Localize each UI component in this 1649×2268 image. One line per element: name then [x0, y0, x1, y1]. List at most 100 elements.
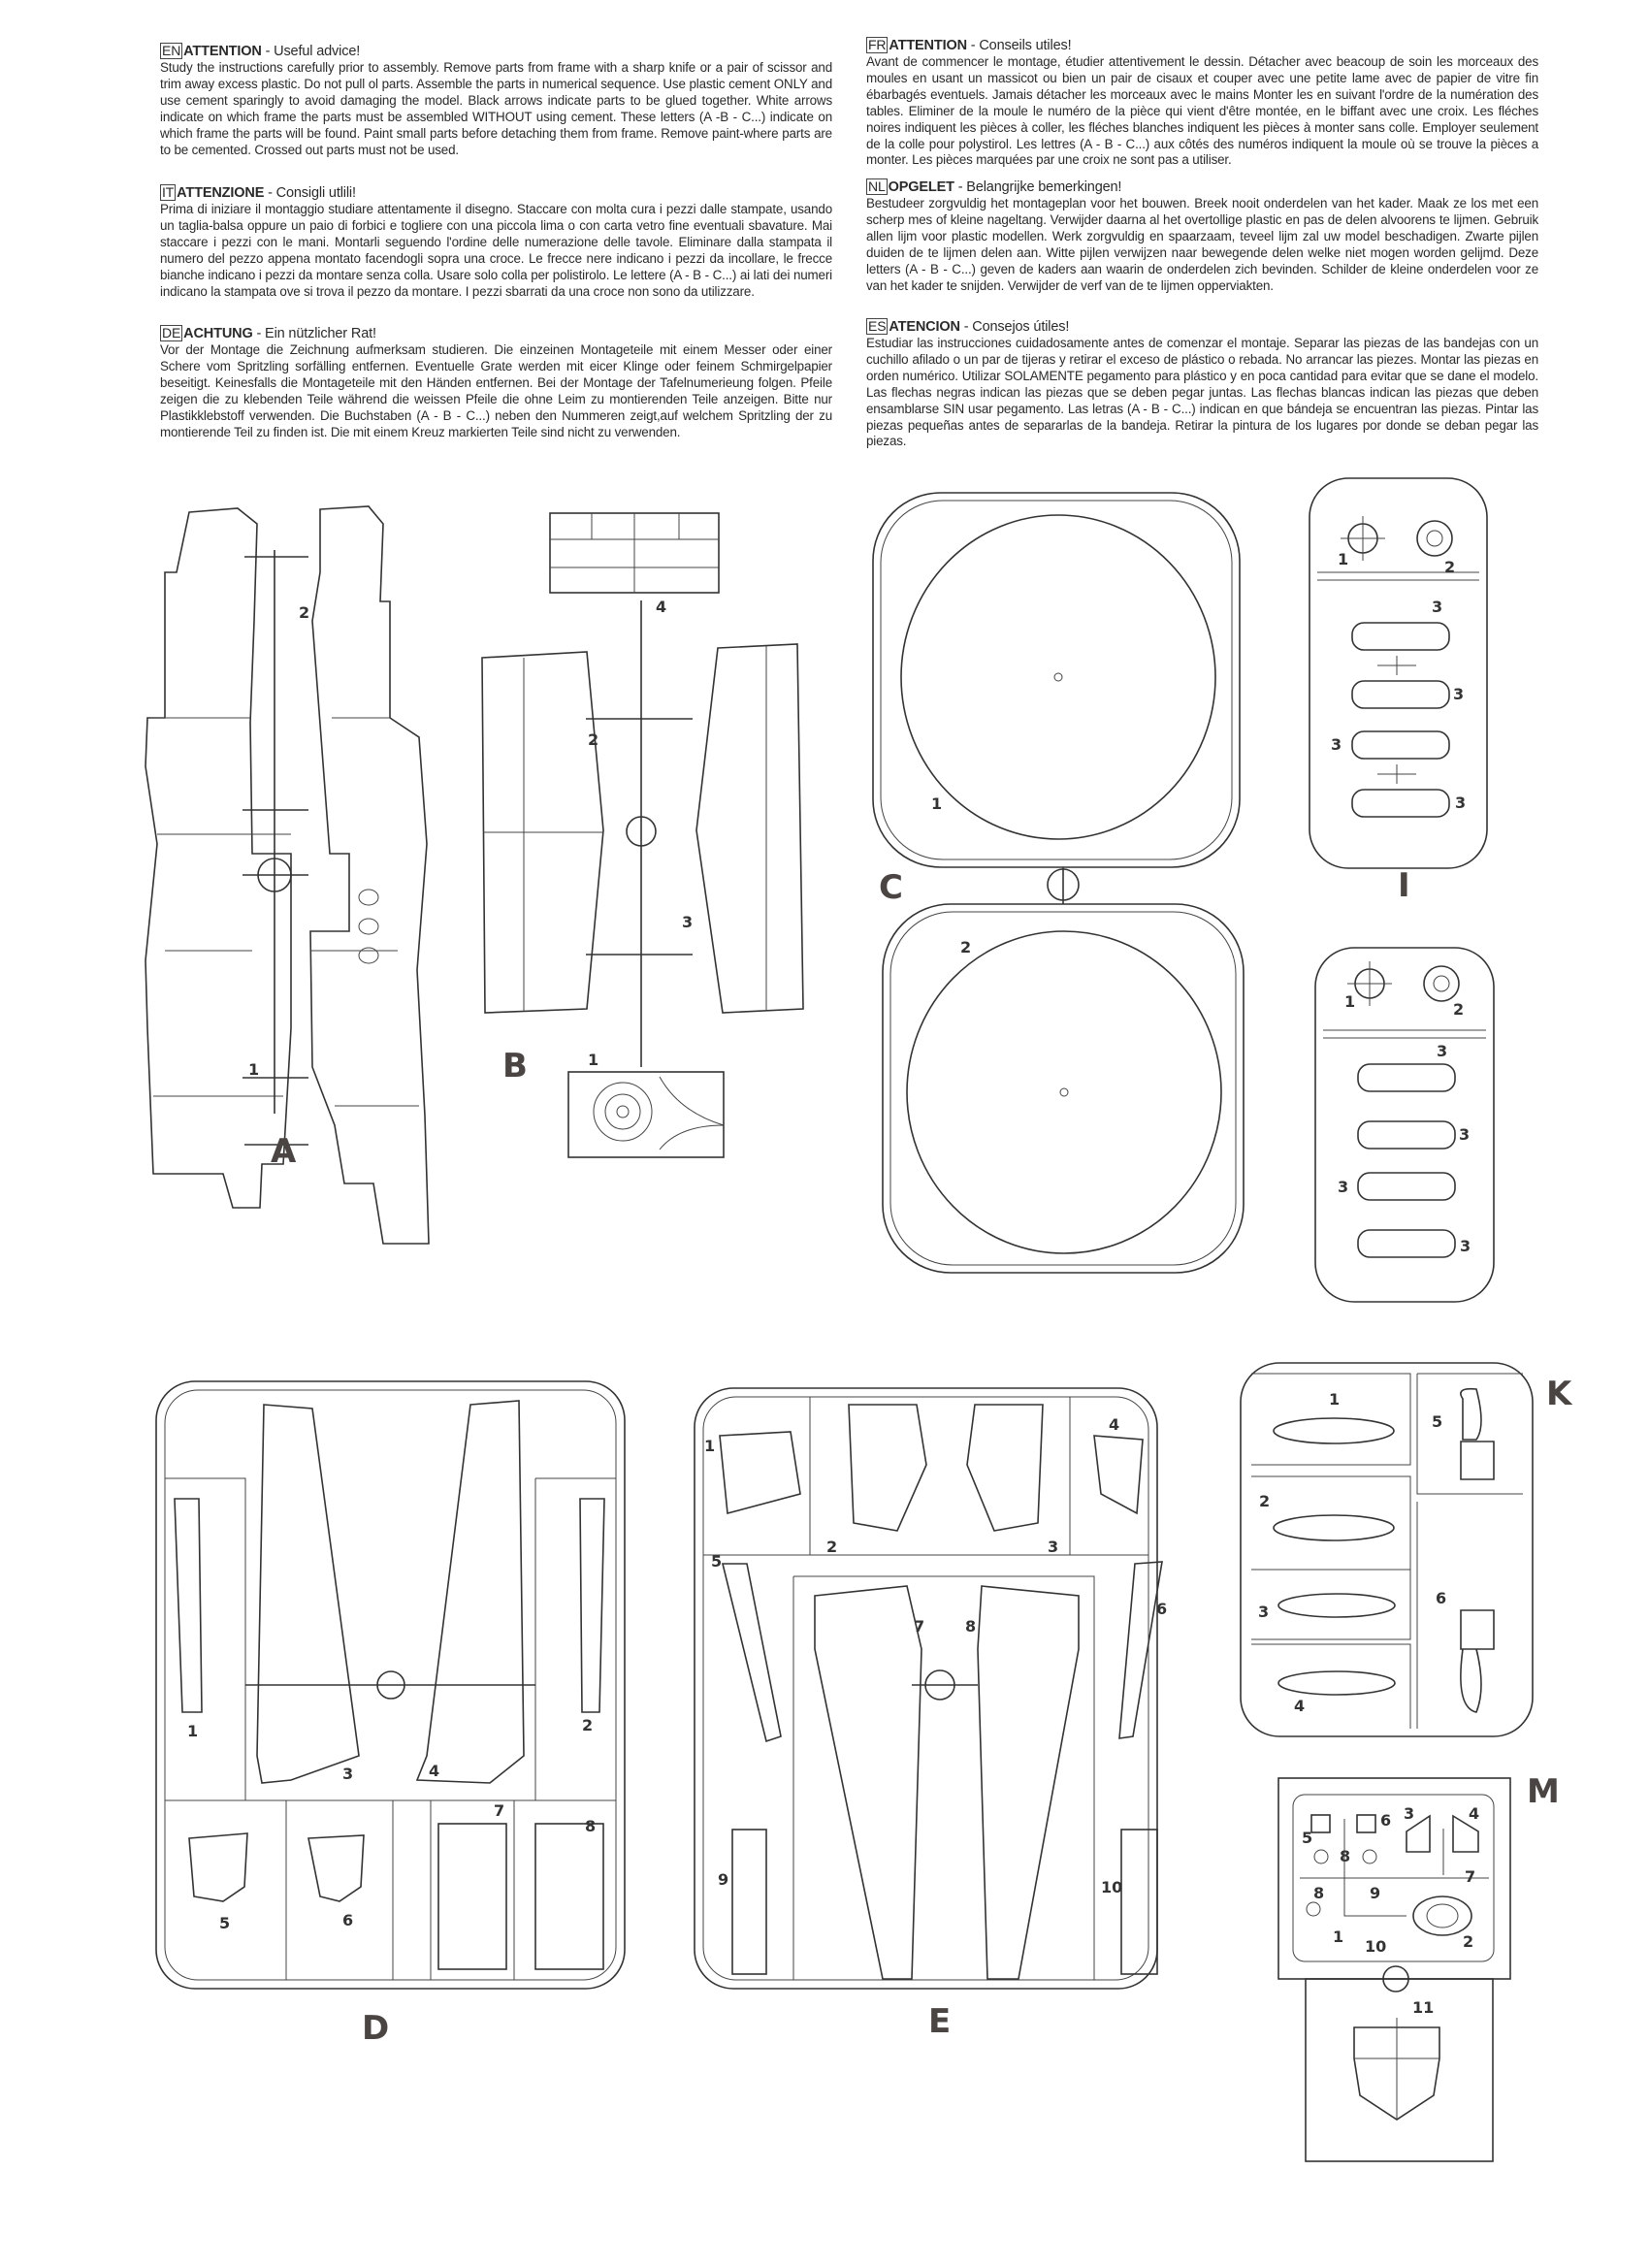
- part-number: 3: [682, 913, 693, 931]
- sprue-m: 5 6 3 4 8 7 8 9 1 10 2 11 M: [1277, 1772, 1560, 2162]
- part-number: 1: [931, 794, 942, 813]
- part-b1: [567, 1071, 725, 1158]
- block-body: Avant de commencer le montage, étudier a…: [866, 54, 1538, 168]
- part-number: 6: [1380, 1811, 1391, 1830]
- block-title: ATENCION: [889, 319, 960, 335]
- cockpit-part-k2: [1273, 1514, 1395, 1541]
- part-number: 8: [1313, 1884, 1324, 1902]
- part-k6: [1460, 1609, 1495, 1713]
- part-number: 4: [1109, 1415, 1119, 1434]
- part-number: 3: [1460, 1237, 1471, 1255]
- part-number: 3: [1459, 1125, 1470, 1144]
- part-e1: [719, 1431, 801, 1515]
- part-e10: [1120, 1829, 1158, 1975]
- part-number: 4: [1469, 1804, 1479, 1823]
- part-number: 1: [1338, 550, 1348, 568]
- fuselage-half-left: [145, 507, 292, 1209]
- part-number: 7: [1465, 1867, 1475, 1886]
- block-title: OPGELET: [888, 179, 954, 195]
- cockpit-part-k4: [1277, 1670, 1396, 1696]
- part-number: 1: [187, 1722, 198, 1740]
- sprue-frame: [1240, 1362, 1534, 1737]
- fuselage-half-right: [309, 505, 430, 1245]
- sprue-runner: [242, 550, 308, 1146]
- sprue-letter-m: M: [1527, 1772, 1560, 1811]
- part-number: 8: [1340, 1847, 1350, 1865]
- sprue-frame: [155, 1380, 626, 1990]
- part-number: 1: [248, 1060, 259, 1079]
- part-d6: [307, 1834, 365, 1902]
- canopy-part-m11: [1353, 2026, 1440, 2121]
- part-e3: [966, 1404, 1044, 1532]
- part-number: 11: [1412, 1998, 1434, 2017]
- block-subtitle: - Ein nützlicher Rat!: [252, 326, 376, 341]
- part-number: 3: [1404, 1804, 1414, 1823]
- block-body: Estudiar las instrucciones cuidadosament…: [866, 336, 1538, 449]
- sprue-k: 1 2 3 4 5 6 K: [1240, 1362, 1573, 1737]
- wing-part-b3: [695, 643, 804, 1014]
- lang-badge: EN: [160, 43, 183, 59]
- part-m3: [1406, 1814, 1431, 1853]
- part-e9: [731, 1829, 767, 1975]
- lang-badge: NL: [866, 178, 888, 195]
- part-number: 2: [588, 730, 598, 749]
- block-body: Prima di iniziare il montaggio studiare …: [160, 202, 832, 299]
- lang-badge: DE: [160, 325, 183, 341]
- part-k5: [1460, 1387, 1495, 1480]
- block-subtitle: - Belangrijke bemerkingen!: [954, 179, 1122, 195]
- sprue-c: 1 2 C: [872, 492, 1245, 1274]
- wing-part-b2: [481, 651, 604, 1014]
- sprue-a: 2 1 A: [145, 505, 430, 1245]
- sprue-frame: [1309, 477, 1488, 869]
- block-body: Study the instructions carefully prior t…: [160, 60, 832, 157]
- sprue-letter-e: E: [928, 2002, 951, 2041]
- part-m4: [1452, 1814, 1479, 1853]
- part-number: 6: [342, 1911, 353, 1929]
- part-number: 1: [1344, 992, 1355, 1011]
- block-title: ATTENTION: [889, 38, 967, 53]
- part-m2: [1412, 1895, 1472, 1936]
- part-number: 3: [1258, 1603, 1269, 1621]
- part-number: 2: [1259, 1492, 1270, 1510]
- part-m5: [1310, 1814, 1331, 1833]
- part-c1: [900, 514, 1216, 840]
- part-number: 1: [704, 1437, 715, 1455]
- sprue-letter-k: K: [1546, 1375, 1573, 1413]
- cockpit-part-k1: [1273, 1417, 1395, 1444]
- part-c2: [906, 930, 1222, 1254]
- lang-badge: IT: [160, 184, 177, 201]
- block-subtitle: - Conseils utiles!: [966, 38, 1072, 53]
- part-d1: [174, 1498, 203, 1713]
- part-number: 1: [588, 1051, 598, 1069]
- part-number: 1: [1333, 1928, 1343, 1946]
- sprue-frame: [694, 1387, 1158, 1990]
- part-e2: [848, 1404, 927, 1532]
- sprue-b: 2 3 4 1 B: [481, 512, 804, 1158]
- block-title: ATTENZIONE: [177, 185, 265, 201]
- part-number: 2: [960, 938, 971, 956]
- wing-part-d3: [256, 1404, 360, 1784]
- cockpit-part-k3: [1277, 1593, 1396, 1618]
- part-number: 9: [1370, 1884, 1380, 1902]
- block-title: ATTENTION: [183, 44, 262, 59]
- part-number: 9: [718, 1870, 728, 1889]
- part-e5: [721, 1563, 782, 1743]
- part-number: 2: [1453, 1000, 1464, 1019]
- part-e6: [1118, 1561, 1163, 1739]
- part-number: 8: [965, 1617, 976, 1636]
- part-number: 8: [585, 1817, 596, 1835]
- sprue-letter-c: C: [879, 868, 903, 907]
- part-number: 2: [826, 1538, 837, 1556]
- block-title: ACHTUNG: [183, 326, 253, 341]
- part-number: 6: [1156, 1600, 1167, 1618]
- part-number: 3: [1338, 1178, 1348, 1196]
- part-number: 2: [1463, 1932, 1473, 1951]
- part-number: 7: [494, 1801, 504, 1820]
